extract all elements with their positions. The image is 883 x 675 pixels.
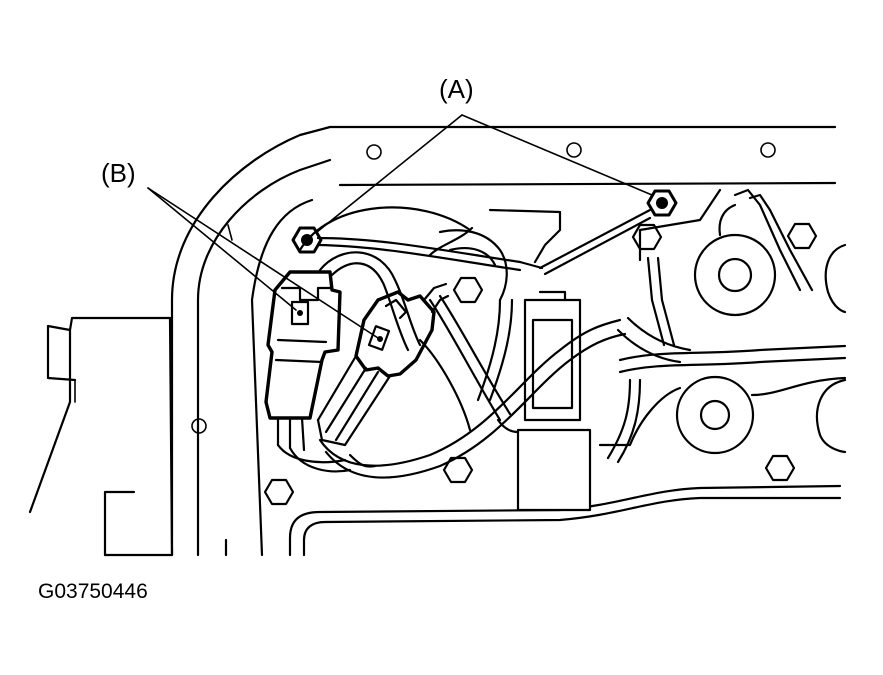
leader-lines-a <box>316 114 653 233</box>
hex-nut-icon <box>442 456 474 484</box>
ground-wires <box>316 208 652 276</box>
right-components <box>598 188 847 464</box>
connector-b-right <box>316 282 450 447</box>
left-engine-block <box>28 316 174 557</box>
housing-plate <box>170 125 837 557</box>
leader-lines-b <box>147 187 379 339</box>
hex-nut-icon <box>764 454 796 482</box>
bolt-a-right <box>646 189 678 217</box>
callout-label-a: (A) <box>439 74 474 104</box>
wire-harness <box>318 294 627 479</box>
hose-loop <box>298 206 508 352</box>
hex-nut-icon <box>786 222 818 250</box>
hex-nut-icon <box>263 478 295 506</box>
connector-b-left <box>264 270 352 473</box>
figure-id: G03750446 <box>38 580 148 603</box>
callout-label-b: (B) <box>101 158 136 188</box>
hex-nut-icon <box>452 276 484 304</box>
central-bracket <box>428 208 592 512</box>
